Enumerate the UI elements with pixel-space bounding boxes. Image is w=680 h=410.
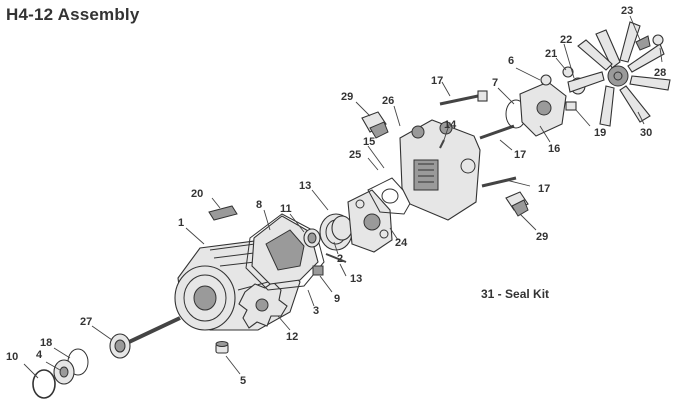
- callout-4: 4: [36, 349, 43, 361]
- callout-16: 16: [548, 143, 560, 155]
- callout-11: 11: [280, 203, 292, 215]
- callout-19: 19: [594, 127, 606, 139]
- callout-9: 9: [334, 293, 340, 305]
- callout-12: 12: [286, 331, 298, 343]
- fitting-lower: [505, 191, 529, 217]
- drain-plug: [215, 341, 229, 354]
- bearing: [540, 74, 552, 86]
- callout-13b: 13: [350, 273, 362, 285]
- callout-26: 26: [382, 95, 394, 107]
- valve-body: [399, 119, 481, 221]
- fan-cap: [635, 35, 651, 51]
- pin: [325, 253, 347, 263]
- bolt-lower: [481, 176, 517, 188]
- callout-17a: 17: [431, 75, 443, 87]
- callout-2: 2: [337, 253, 343, 265]
- drive-shaft: [109, 316, 181, 359]
- callout-1: 1: [178, 217, 184, 229]
- name-plate: [208, 205, 238, 221]
- seal-ring: [303, 228, 321, 248]
- callout-3: 3: [313, 305, 319, 317]
- fitting-upper: [361, 111, 389, 139]
- callout-28: 28: [654, 67, 666, 79]
- leader-lines: [23, 15, 663, 379]
- retaining-washer: [53, 359, 75, 385]
- callout-29a: 29: [341, 91, 353, 103]
- callout-14: 14: [444, 119, 457, 131]
- key-block: [312, 265, 324, 276]
- cylinder-ring: [319, 213, 353, 251]
- callout-24: 24: [395, 237, 408, 249]
- snap-ring: [32, 369, 56, 399]
- gasket-plate: [367, 177, 413, 215]
- callout-17b: 17: [514, 149, 526, 161]
- callout-7: 7: [492, 77, 498, 89]
- seal-kit-note: 31 - Seal Kit: [481, 287, 550, 301]
- callout-18: 18: [40, 337, 52, 349]
- cover-plate: [251, 215, 319, 285]
- bolt-middle: [479, 124, 515, 140]
- callout-21: 21: [545, 48, 557, 60]
- callout-29b: 29: [536, 231, 548, 243]
- callout-8: 8: [256, 199, 262, 211]
- callout-20: 20: [191, 188, 203, 200]
- callout-27: 27: [80, 316, 92, 328]
- callout-labels: 1 2 3 4 5 6 7 8 9 10 11 12 13 13 14 15 1…: [6, 5, 666, 387]
- end-plate: [519, 81, 567, 137]
- callout-30: 30: [640, 127, 652, 139]
- mount-bolt: [565, 101, 577, 111]
- callout-15: 15: [363, 136, 375, 148]
- diagram-title: H4-12 Assembly: [6, 5, 140, 24]
- fan: [567, 21, 671, 127]
- callout-13a: 13: [299, 180, 311, 192]
- callout-17c: 17: [538, 183, 550, 195]
- callout-6: 6: [508, 55, 514, 67]
- bolt-upper: [439, 90, 488, 106]
- gear: [238, 281, 288, 329]
- callout-25: 25: [349, 149, 361, 161]
- callout-5: 5: [240, 375, 246, 387]
- rotor: [347, 189, 393, 253]
- callout-10: 10: [6, 351, 18, 363]
- callout-23: 23: [621, 5, 633, 17]
- fan-nut: [652, 34, 664, 46]
- small-pin: [439, 139, 445, 149]
- callout-22: 22: [560, 34, 572, 46]
